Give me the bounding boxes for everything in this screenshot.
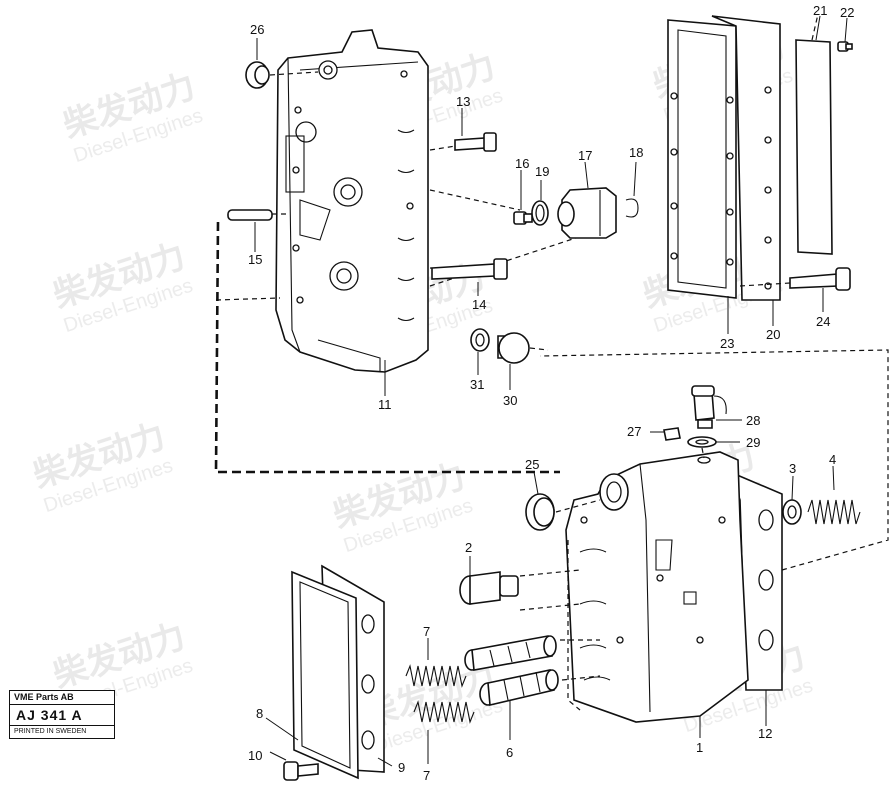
seal-31 [470, 328, 490, 352]
cover-plate-8 [291, 570, 359, 780]
spring-7-lower [413, 700, 475, 724]
guide-15 [215, 297, 281, 301]
screw-16 [513, 211, 533, 225]
callout-3: 3 [789, 461, 796, 476]
callout-13: 13 [456, 94, 470, 109]
callout-24: 24 [816, 314, 830, 329]
callout-20: 20 [766, 327, 780, 342]
callout-11: 11 [378, 397, 392, 412]
pin-15 [227, 209, 290, 221]
callout-25: 25 [525, 457, 539, 472]
callout-6: 6 [506, 745, 513, 760]
callout-27: 27 [627, 424, 641, 439]
valve-housing-lower [519, 451, 749, 723]
callout-14: 14 [472, 297, 486, 312]
callout-19: 19 [535, 164, 549, 179]
callout-29: 29 [746, 435, 760, 450]
screw-22 [837, 41, 853, 52]
screw-27 [663, 427, 681, 441]
callout-8: 8 [256, 706, 263, 721]
spool-2 [459, 571, 519, 605]
stamp-company: VME Parts AB [10, 691, 114, 705]
assembly-guide-line [214, 221, 560, 474]
stamp-printed-note: PRINTED IN SWEDEN [14, 728, 87, 735]
clip-18 [625, 198, 639, 218]
spring-7-upper [405, 664, 467, 688]
callout-31: 31 [470, 377, 484, 392]
title-stamp: VME Parts AB AJ 341 A PRINTED IN SWEDEN [9, 690, 115, 739]
callout-7-upper: 7 [423, 624, 430, 639]
bolt-10 [283, 761, 319, 781]
cover-plate-23 [667, 19, 737, 299]
solenoid-17 [557, 187, 617, 239]
bolt-24 [739, 267, 851, 291]
gasket-12 [728, 470, 783, 691]
callout-4: 4 [829, 452, 836, 467]
washer-3 [782, 499, 802, 525]
callout-23: 23 [720, 336, 734, 351]
spool-upper [464, 635, 557, 671]
callout-10: 10 [248, 748, 262, 763]
cover-21 [795, 13, 833, 255]
o-ring-19 [531, 200, 549, 226]
callout-9: 9 [398, 760, 405, 775]
callout-21: 21 [813, 3, 827, 18]
callout-18: 18 [629, 145, 643, 160]
callout-30: 30 [503, 393, 517, 408]
spring-4 [539, 349, 889, 571]
bolt-13 [454, 132, 497, 152]
stamp-drawing-number: AJ 341 A [10, 705, 114, 726]
callout-15: 15 [248, 252, 262, 267]
bolt-14 [431, 258, 508, 280]
callout-labels: 26 13 16 19 17 18 15 14 31 30 11 21 22 2… [248, 3, 854, 783]
callout-2: 2 [465, 540, 472, 555]
valve-housing-upper [275, 29, 601, 373]
fitting-28 [691, 385, 727, 429]
callout-1: 1 [696, 740, 703, 755]
callout-28: 28 [746, 413, 760, 428]
callout-22: 22 [840, 5, 854, 20]
callout-26: 26 [250, 22, 264, 37]
callout-16: 16 [515, 156, 529, 171]
cap-30 [497, 332, 549, 364]
spool-6 [479, 669, 559, 706]
plug-26 [245, 61, 319, 89]
callout-12: 12 [758, 726, 772, 741]
gasket-20 [711, 15, 781, 301]
leader-lines [254, 15, 848, 767]
callout-17: 17 [578, 148, 592, 163]
callout-7-lower: 7 [423, 768, 430, 783]
plug-25 [525, 493, 601, 531]
